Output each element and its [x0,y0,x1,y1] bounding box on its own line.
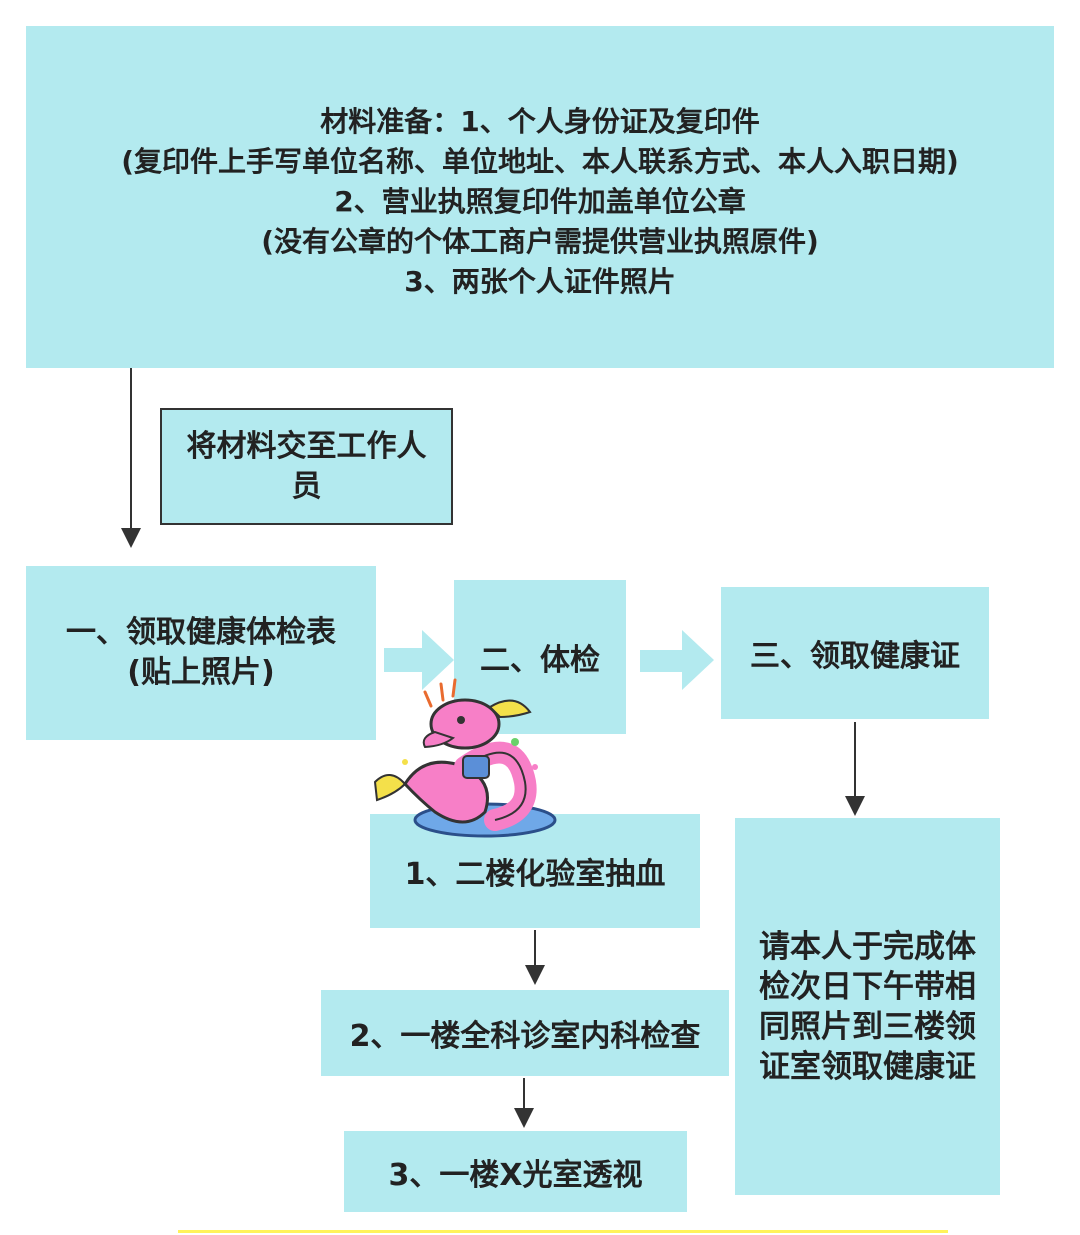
materials-line: 2、营业执照复印件加盖单位公章 [334,185,746,218]
exam-item-blood-box: 1、二楼化验室抽血 [370,814,700,928]
materials-line: 材料准备：1、个人身份证及复印件 [320,105,760,138]
step3-title: 三、领取健康证 [750,639,960,674]
materials-line: 3、两张个人证件照片 [404,265,676,298]
submit-line: 员 [291,468,322,504]
exam-item-label: 1、二楼化验室抽血 [404,857,666,892]
notice-line: 检次日下午带相 [759,968,976,1005]
notice-line: 同照片到三楼领 [759,1008,976,1045]
step1-box: 一、领取健康体检表 (贴上照片) [26,566,376,740]
step1-note: (贴上照片) [127,655,275,690]
materials-line: (复印件上手写单位名称、单位地址、本人联系方式、本人入职日期) [121,145,959,178]
notice-line: 证室领取健康证 [759,1048,976,1085]
materials-box: 材料准备：1、个人身份证及复印件 (复印件上手写单位名称、单位地址、本人联系方式… [26,26,1054,368]
exam-item-internal-box: 2、一楼全科诊室内科检查 [321,990,729,1076]
exam-item-xray-box: 3、一楼X光室透视 [344,1131,687,1212]
materials-line: (没有公章的个体工商户需提供营业执照原件) [261,225,819,258]
block-arrow-step1-to-step2 [384,630,454,690]
bottom-highlight-line [178,1230,948,1233]
exam-item-label: 3、一楼X光室透视 [388,1157,643,1193]
notice-box: 请本人于完成体 检次日下午带相 同照片到三楼领 证室领取健康证 [735,818,1000,1195]
step2-title: 二、体检 [480,643,600,678]
submit-materials-box: 将材料交至工作人 员 [160,408,453,525]
dragon-sticker-icon [373,678,557,838]
submit-line: 将材料交至工作人 [186,428,427,464]
exam-item-label: 2、一楼全科诊室内科检查 [349,1019,701,1054]
step3-box: 三、领取健康证 [721,587,989,719]
block-arrow-step2-to-step3 [640,630,714,690]
notice-line: 请本人于完成体 [759,928,976,965]
step1-title: 一、领取健康体检表 [66,615,336,650]
